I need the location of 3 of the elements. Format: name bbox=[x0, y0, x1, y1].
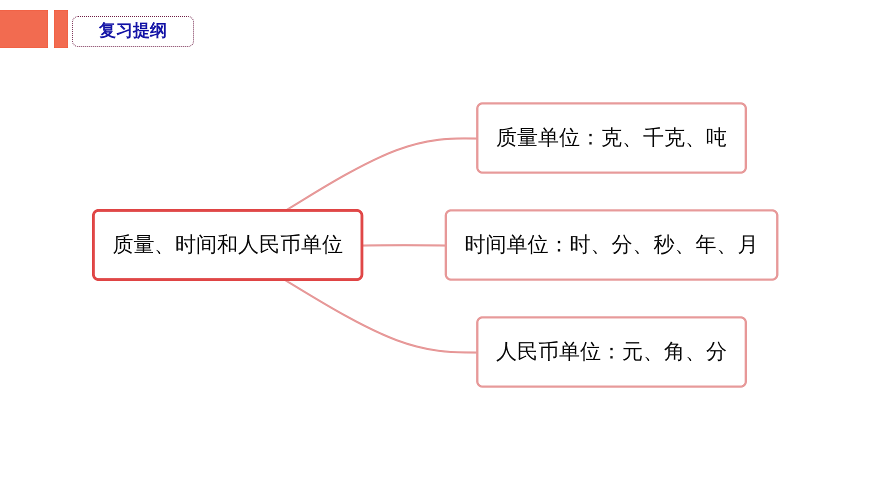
connector bbox=[284, 279, 478, 354]
title: 复习提纲 bbox=[72, 16, 194, 47]
connector bbox=[362, 244, 446, 247]
